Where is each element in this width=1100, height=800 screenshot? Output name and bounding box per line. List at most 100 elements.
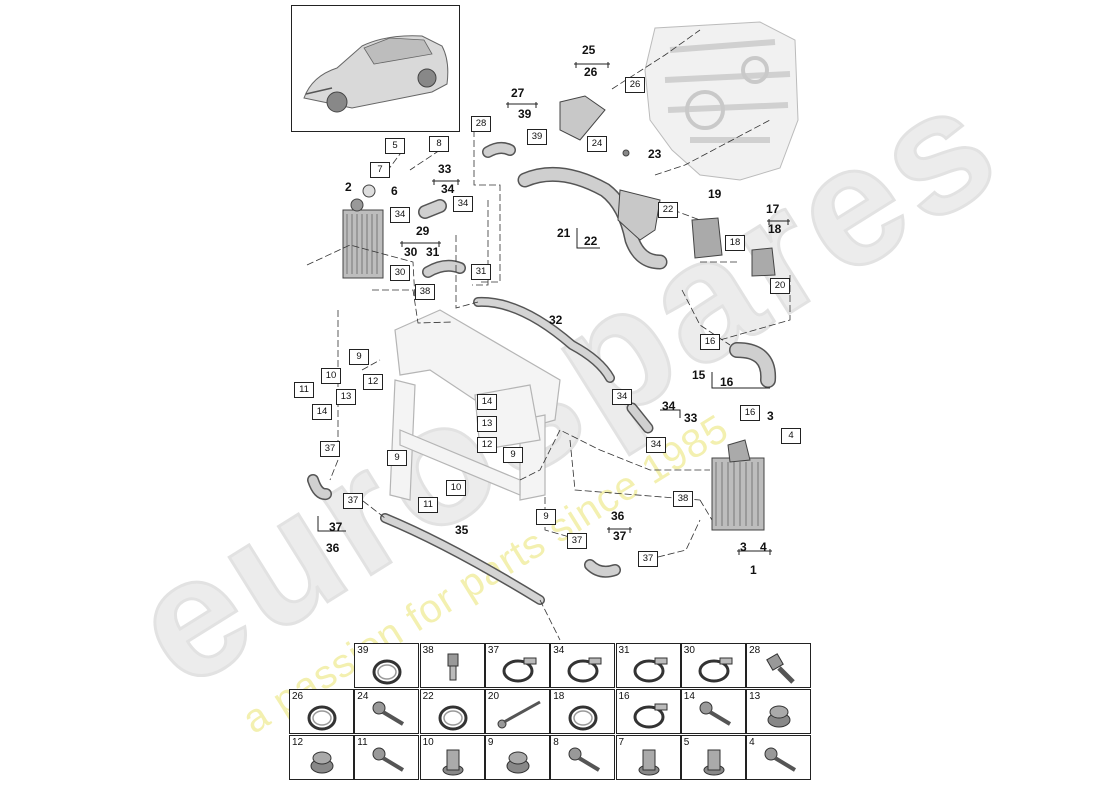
part-number: 11 (357, 737, 368, 748)
part-number: 16 (618, 691, 630, 702)
callout-25: 25 (582, 43, 596, 57)
parts-grid-cell[interactable]: 10 (419, 735, 485, 780)
part-number: 31 (618, 645, 630, 656)
boxed-label-37d: 37 (638, 551, 658, 567)
callout-35: 35 (455, 523, 469, 537)
parts-grid-cell[interactable]: 26 (289, 689, 354, 734)
boxed-label-4: 4 (781, 428, 801, 444)
boxed-label-7: 7 (370, 162, 390, 178)
callout-37: 37 (613, 529, 627, 543)
boxed-label-9b: 9 (387, 450, 407, 466)
boxed-label-18: 18 (725, 235, 745, 251)
boxed-label-13b: 13 (477, 416, 497, 432)
part-number: 13 (749, 691, 761, 702)
parts-grid-cell[interactable]: 34 (550, 643, 616, 688)
clamp-icon (502, 657, 537, 683)
parts-grid-cell[interactable]: 8 (550, 735, 616, 780)
boxed-label-37a: 37 (320, 441, 340, 457)
throttle-parts (559, 95, 776, 277)
clamp-icon (567, 657, 602, 683)
part-number: 24 (357, 691, 369, 702)
right-intercooler (711, 439, 765, 531)
boxed-label-10b: 10 (446, 480, 466, 496)
parts-grid-cell[interactable]: 28 (746, 643, 812, 688)
boxed-label-24: 24 (587, 136, 607, 152)
parts-grid-cell[interactable]: 30 (680, 643, 746, 688)
callout-26: 26 (584, 65, 598, 79)
callout-34b: 34 (662, 399, 676, 413)
parts-grid-cell[interactable]: 16 (615, 689, 681, 734)
part-number: 14 (683, 691, 695, 702)
parts-grid-cell[interactable]: 39 (354, 643, 420, 688)
callout-32: 32 (549, 313, 563, 327)
boxed-label-30: 30 (390, 265, 410, 281)
screw-icon (568, 747, 601, 772)
nut-icon (703, 749, 725, 776)
part-number: 39 (357, 645, 369, 656)
boxed-label-11b: 11 (418, 497, 438, 513)
parts-grid-cell[interactable]: 11 (354, 735, 420, 780)
part-number: 22 (422, 691, 434, 702)
boxed-label-13a: 13 (336, 389, 356, 405)
boxed-label-34d: 34 (646, 437, 666, 453)
parts-grid-cell[interactable]: 7 (615, 735, 681, 780)
part-number: 20 (487, 691, 500, 702)
parts-grid-cell[interactable]: 38 (419, 643, 485, 688)
callout-34: 34 (441, 182, 455, 196)
parts-grid-cell[interactable]: 24 (354, 689, 420, 734)
boxed-label-34a: 34 (390, 207, 410, 223)
callout-33: 33 (438, 162, 452, 176)
callout-3b: 3 (740, 540, 747, 554)
screw-icon (372, 701, 405, 726)
boxed-label-37c: 37 (567, 533, 587, 549)
boxed-label-26: 26 (625, 77, 645, 93)
boxed-label-16a: 16 (700, 334, 720, 350)
callout-3: 3 (767, 409, 774, 423)
callout-31: 31 (426, 245, 440, 259)
grommet-icon (767, 705, 791, 728)
grommet-icon (310, 751, 334, 774)
nut-icon (638, 749, 659, 776)
boxed-label-31: 31 (471, 264, 491, 280)
callout-15: 15 (692, 368, 706, 382)
parts-grid-cell[interactable]: 22 (419, 689, 485, 734)
part-number: 38 (422, 645, 434, 656)
boxed-label-38b: 38 (673, 491, 693, 507)
callout-37b: 37 (329, 520, 343, 534)
parts-grid-cell[interactable]: 37 (484, 643, 550, 688)
boxed-label-11a: 11 (294, 382, 314, 398)
engine-illustration (644, 21, 799, 181)
callout-1: 1 (750, 563, 757, 577)
part-number: 34 (553, 645, 565, 656)
callout-2: 2 (345, 180, 352, 194)
part-number: 37 (487, 645, 500, 656)
clamp-icon (698, 657, 733, 683)
boxed-label-16b: 16 (740, 405, 760, 421)
parts-grid-cell[interactable]: 9 (484, 735, 550, 780)
parts-grid-cell[interactable]: 5 (680, 735, 746, 780)
boxed-label-34c: 34 (612, 389, 632, 405)
ring-icon (568, 705, 598, 731)
boxed-label-9d: 9 (536, 509, 556, 525)
part-number: 28 (749, 645, 761, 656)
boxed-label-8: 8 (429, 136, 449, 152)
boxed-label-20: 20 (770, 278, 790, 294)
part-number: 12 (292, 737, 304, 748)
parts-grid-cell[interactable]: 18 (550, 689, 616, 734)
front-carrier-frame (389, 309, 561, 501)
boxed-label-10a: 10 (321, 368, 341, 384)
sensor-icon (447, 653, 459, 681)
ring-icon (438, 705, 468, 731)
callout-30: 30 (404, 245, 418, 259)
parts-grid-cell[interactable]: 31 (615, 643, 681, 688)
parts-grid-cell[interactable]: 14 (680, 689, 746, 734)
parts-grid-cell[interactable]: 4 (746, 735, 812, 780)
leader-lines (306, 29, 791, 641)
boxed-label-38a: 38 (415, 284, 435, 300)
parts-grid-cell[interactable]: 13 (746, 689, 812, 734)
parts-grid-cell[interactable]: 12 (289, 735, 354, 780)
ring-icon (307, 705, 337, 731)
boxed-label-9c: 9 (503, 447, 523, 463)
parts-grid-cell[interactable]: 20 (484, 689, 550, 734)
bracket-lines (317, 62, 790, 555)
